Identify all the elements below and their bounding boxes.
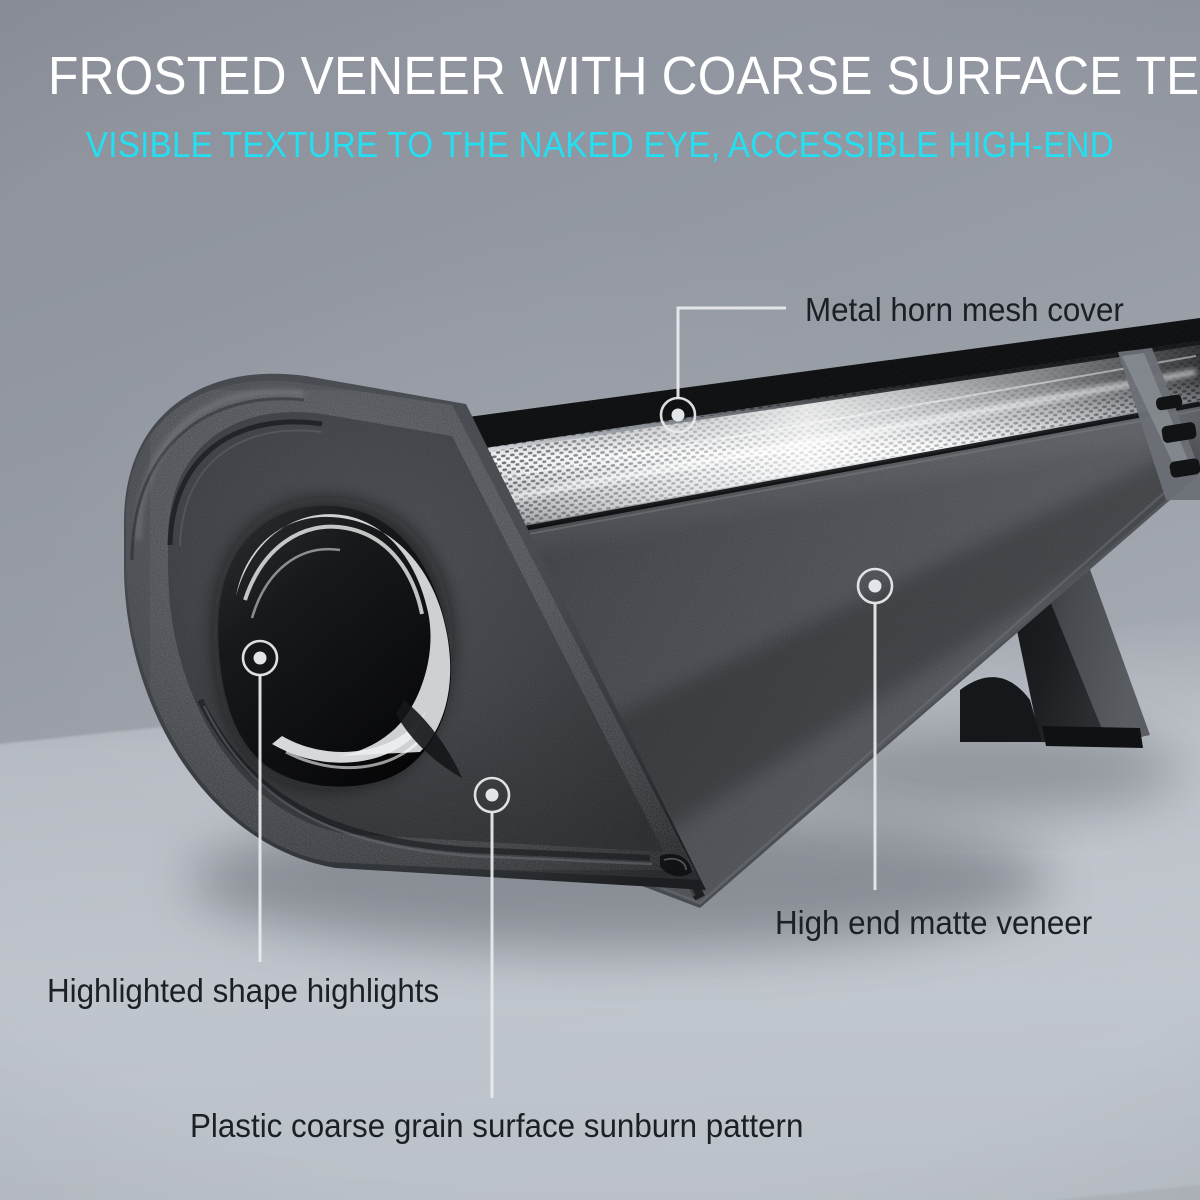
page-title: FROSTED VENEER WITH COARSE SURFACE TEXTU…: [48, 46, 1200, 106]
leader-line-metal-horn-mesh-cover: [676, 306, 786, 398]
callout-label-plastic-coarse-grain: Plastic coarse grain surface sunburn pat…: [190, 1107, 804, 1144]
callout-marker-plastic-coarse-grain: [473, 776, 511, 814]
callout-label-high-end-matte-veneer: High end matte veneer: [775, 904, 1093, 941]
callout-label-highlighted-shape-highlights: Highlighted shape highlights: [47, 972, 440, 1009]
callout-marker-metal-horn-mesh-cover: [659, 396, 697, 434]
page-subtitle: VISIBLE TEXTURE TO THE NAKED EYE, ACCESS…: [85, 124, 1115, 165]
callout-marker-highlighted-shape-highlights: [241, 639, 279, 677]
callout-markers: [241, 396, 894, 814]
glossy-teardrop-accent: [214, 498, 462, 789]
callout-marker-high-end-matte-veneer: [856, 567, 894, 605]
callout-label-metal-horn-mesh-cover: Metal horn mesh cover: [805, 291, 1124, 328]
side-trim-bar: [1118, 348, 1200, 500]
